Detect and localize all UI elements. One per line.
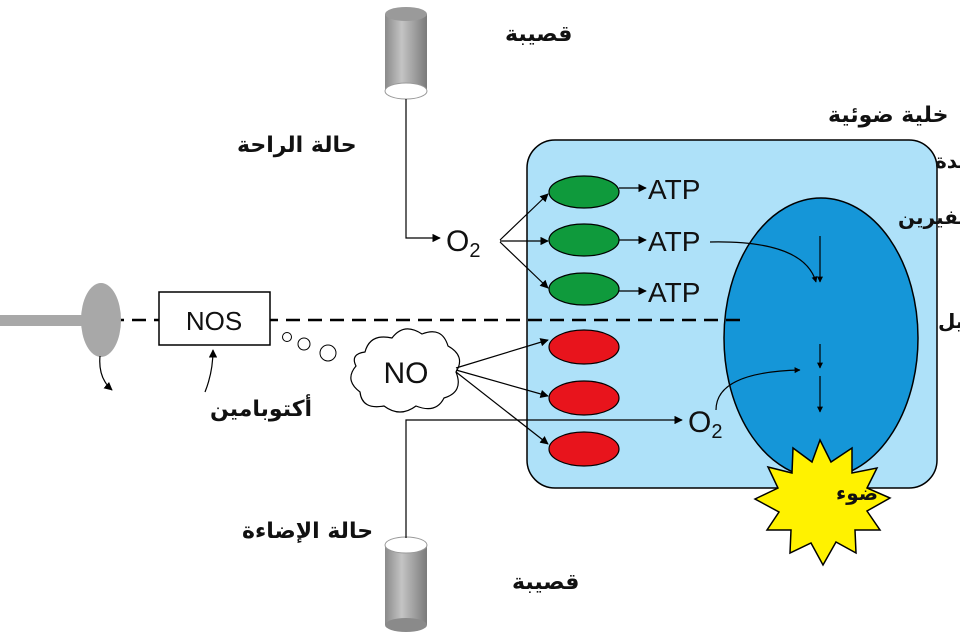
arrow-atp-adenylate xyxy=(709,241,818,283)
no-bubble xyxy=(319,344,337,362)
nerve-axon xyxy=(0,315,92,326)
arrow-no-mito-3 xyxy=(455,371,549,445)
o2-label-bottom: O2 xyxy=(688,406,722,443)
luciferin-label: لوسيفيرين xyxy=(898,205,960,229)
photocyte-label: خلية ضوئية xyxy=(828,103,948,128)
no-cloud xyxy=(350,328,461,413)
no-bubble xyxy=(297,337,311,351)
arrow-tracheole-o2 xyxy=(405,99,441,243)
light-state-label: حالة الإضاءة xyxy=(242,519,373,544)
arrow-o2-mito-3 xyxy=(499,241,549,289)
o2-subscript: 2 xyxy=(469,240,480,262)
octopamine-label: أكتوبامين xyxy=(210,393,312,422)
tracheole-top xyxy=(384,7,428,100)
mitochondrion-active xyxy=(548,223,620,257)
atp-label: ATP xyxy=(648,277,700,308)
mitochondrion-active xyxy=(548,272,620,306)
atp-label: ATP xyxy=(648,174,700,205)
o2-base: O xyxy=(446,225,469,258)
o2-subscript: 2 xyxy=(711,421,722,443)
tracheole-bottom-label: قصيبة xyxy=(512,570,579,595)
arrow-tracheole-bottom-o2 xyxy=(405,415,683,538)
arrow-octopamine-nos xyxy=(204,349,218,393)
arrow-o2-mito-1 xyxy=(499,193,549,241)
tracheole-bottom xyxy=(384,536,428,632)
peroxisome-label: جسيمات فوق مؤكسدة xyxy=(935,149,960,173)
o2-label-top: O2 xyxy=(446,225,480,262)
nos-label: NOS xyxy=(186,306,242,336)
atp-label: ATP xyxy=(648,226,700,257)
nerve-terminal xyxy=(81,283,121,357)
arrow-no-mito-2 xyxy=(455,369,549,398)
mitochondrion-active xyxy=(548,175,620,209)
light-label: ضوء xyxy=(836,481,878,505)
arrows xyxy=(99,99,823,538)
mitochondrion-inhibited xyxy=(548,329,620,365)
arrow-o2-light xyxy=(715,367,801,411)
light-burst xyxy=(753,438,892,567)
nos-box xyxy=(158,291,271,346)
mitochondrion-inhibited xyxy=(548,431,620,467)
peroxisome xyxy=(723,197,919,479)
mitochondrion-inhibited xyxy=(548,380,620,416)
o2-base: O xyxy=(688,406,711,439)
tracheole-top-label: قصيبة xyxy=(505,22,572,47)
no-label: NO xyxy=(384,357,429,390)
arrow-terminal-octopamine xyxy=(99,355,113,391)
arrow-no-mito-1 xyxy=(455,338,549,369)
no-bubble xyxy=(282,332,292,342)
rest-state-label: حالة الراحة xyxy=(237,133,357,158)
luciferyl-adenylate-label: أدينيلات اللوسيفيريل xyxy=(938,307,960,333)
